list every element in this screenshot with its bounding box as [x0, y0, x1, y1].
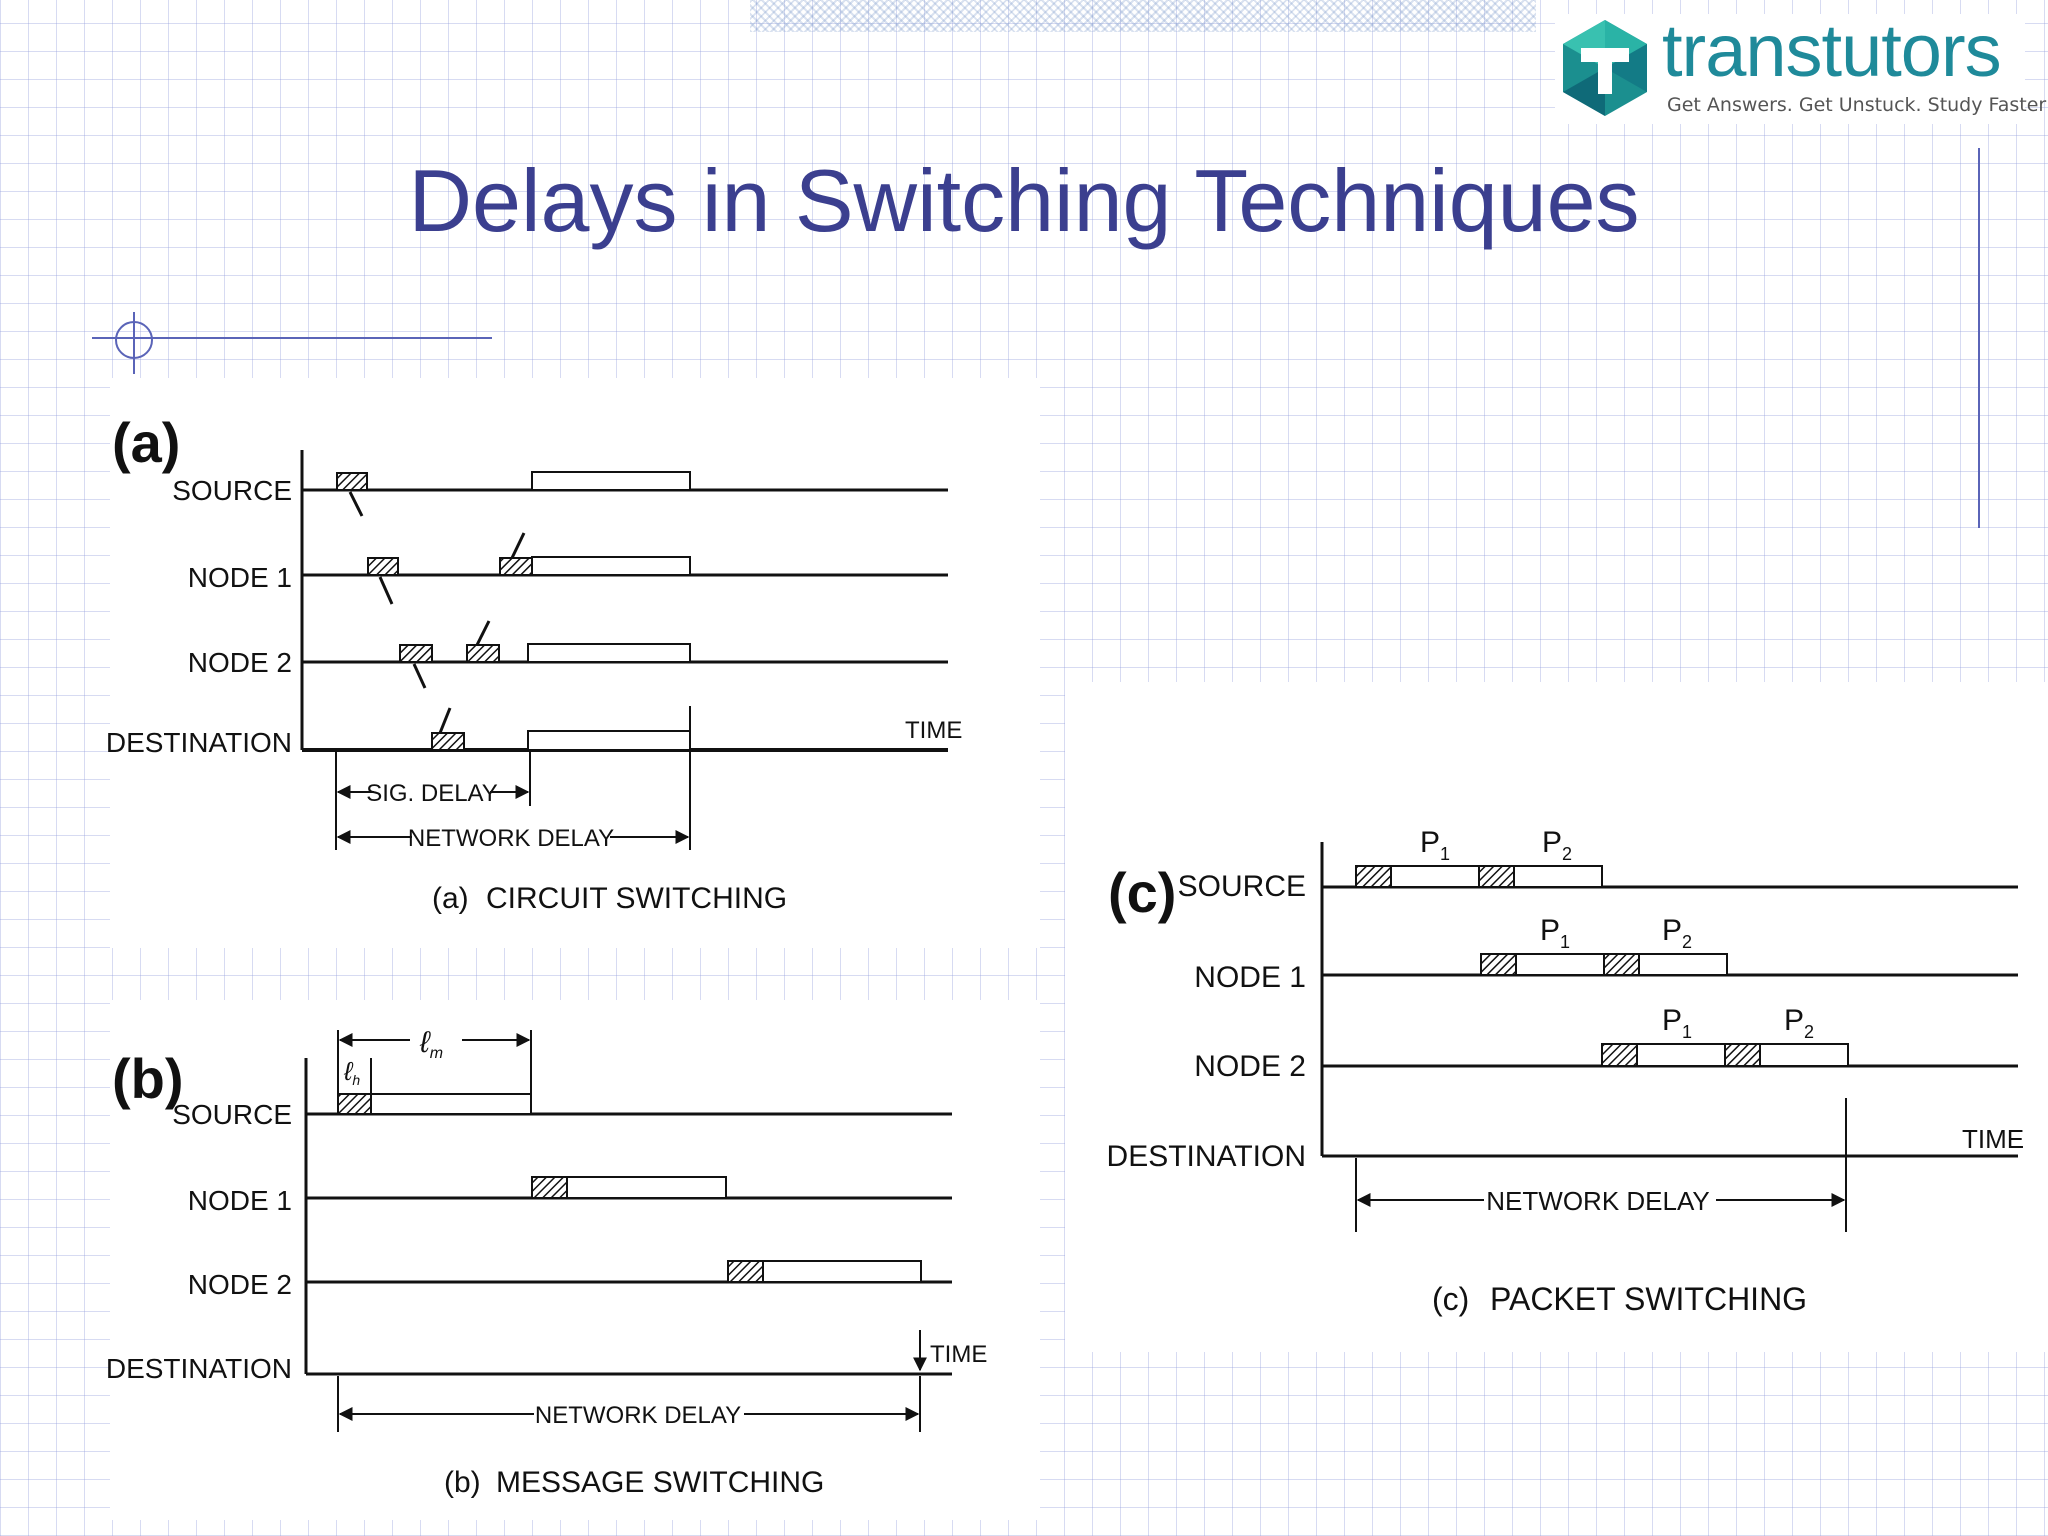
message-switching-diagram: (b) SOURCE NODE 1 NODE 2 DESTINATION ℓm …: [106, 1026, 987, 1499]
packet-1-label: P1: [1662, 1004, 1692, 1042]
packet-1-label: P1: [1420, 826, 1450, 864]
row-label-node2: NODE 2: [188, 647, 292, 678]
panel-c-label: (c): [1108, 861, 1176, 924]
packet-1-label: P1: [1540, 914, 1570, 952]
row-label-source: SOURCE: [1178, 870, 1306, 903]
row-label-node2: NODE 2: [1194, 1050, 1306, 1083]
circuit-switching-diagram: (a) SOURCE NODE 1 NODE 2 DESTINATION TIM…: [106, 411, 962, 915]
time-label: TIME: [905, 717, 962, 744]
crosshair-decoration: [92, 312, 492, 374]
time-label: TIME: [930, 1341, 987, 1368]
network-delay-label: NETWORK DELAY: [535, 1402, 741, 1429]
packet-2-label: P2: [1662, 914, 1692, 952]
caption-tag: (a): [432, 882, 469, 915]
panel-b-label: (b): [112, 1047, 184, 1110]
caption-message-switching: MESSAGE SWITCHING: [496, 1466, 824, 1499]
lm-subscript: m: [430, 1045, 443, 1062]
slide-title: Delays in Switching Techniques: [408, 151, 1640, 250]
row-label-node1: NODE 1: [188, 562, 292, 593]
sig-delay-label: SIG. DELAY: [366, 780, 498, 807]
row-label-source: SOURCE: [172, 475, 292, 506]
decorative-vertical-line: [1978, 148, 1980, 528]
packet-2-label: P2: [1784, 1004, 1814, 1042]
panel-a-label: (a): [112, 411, 180, 474]
lh-label: ℓh: [343, 1056, 360, 1088]
caption-tag: (b): [444, 1466, 481, 1499]
packet-2-label: P2: [1542, 826, 1572, 864]
packet-switching-diagram: (c) SOURCE NODE 1 NODE 2 DESTINATION TIM…: [1107, 826, 2025, 1317]
row-label-source: SOURCE: [172, 1099, 292, 1130]
row-label-node1: NODE 1: [1194, 961, 1306, 994]
network-delay-label: NETWORK DELAY: [408, 825, 614, 852]
network-delay-label: NETWORK DELAY: [1486, 1186, 1709, 1216]
panel-c-background: [1065, 682, 2048, 1352]
row-label-node1: NODE 1: [188, 1185, 292, 1216]
caption-tag: (c): [1432, 1281, 1469, 1317]
row-label-destination: DESTINATION: [106, 1353, 292, 1384]
hexagon-logo-icon: [1563, 20, 1647, 116]
logo-tagline: Get Answers. Get Unstuck. Study Faster: [1667, 94, 2047, 116]
row-label-node2: NODE 2: [188, 1269, 292, 1300]
header-hatch-band: [750, 0, 1536, 32]
logo-wordmark: transtutors: [1662, 9, 2002, 92]
time-label: TIME: [1962, 1124, 2024, 1154]
caption-circuit-switching: CIRCUIT SWITCHING: [486, 882, 787, 915]
transtutors-logo[interactable]: transtutors Get Answers. Get Unstuck. St…: [1555, 9, 2046, 124]
lm-label: ℓm: [419, 1026, 443, 1062]
row-label-destination: DESTINATION: [1107, 1140, 1306, 1173]
lh-subscript: h: [352, 1072, 360, 1088]
caption-packet-switching: PACKET SWITCHING: [1490, 1281, 1807, 1317]
row-label-destination: DESTINATION: [106, 727, 292, 758]
